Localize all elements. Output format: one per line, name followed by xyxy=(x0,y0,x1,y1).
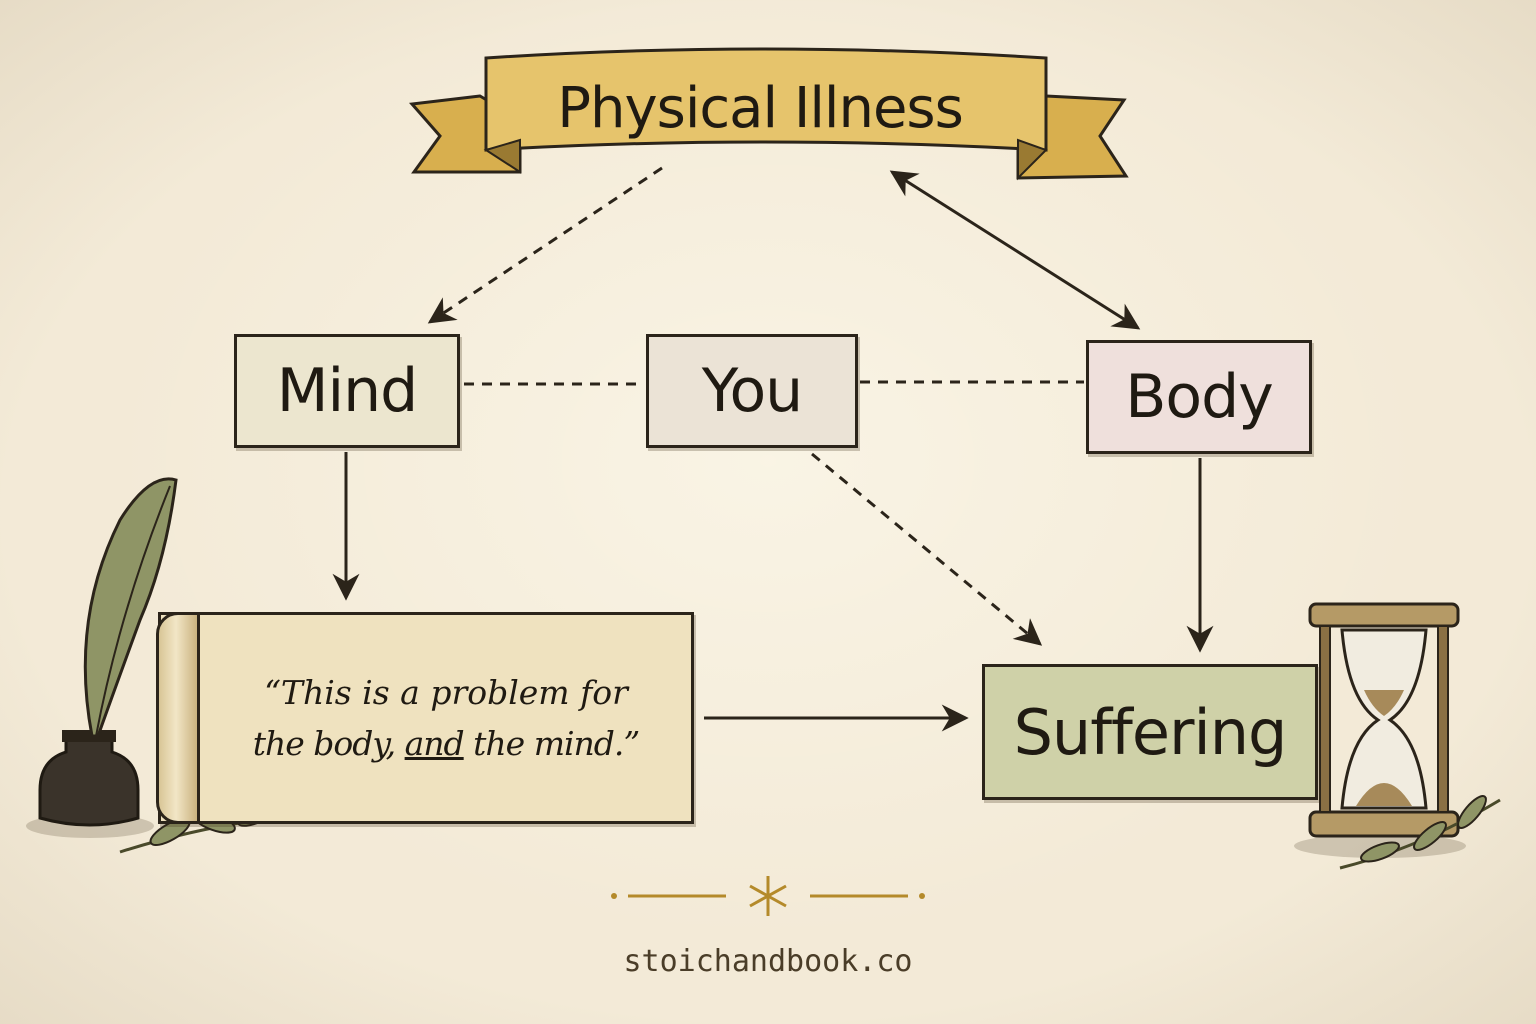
footer-url: stoichandbook.co xyxy=(623,944,913,979)
node-mind: Mind xyxy=(234,334,460,448)
quote-line-2: the body, and the mind.” xyxy=(252,724,641,763)
arrow-illness-to-mind xyxy=(427,166,663,324)
quill-icon xyxy=(83,477,178,738)
hourglass-icon xyxy=(1294,602,1466,858)
asterisk-ornament-icon xyxy=(611,876,925,916)
inkwell-icon xyxy=(26,730,154,838)
diagram-title: Physical Illness xyxy=(557,75,964,141)
arrow-you-to-suffering xyxy=(811,452,1043,646)
node-you: You xyxy=(646,334,858,448)
scroll-icon xyxy=(156,612,200,824)
quote-line-1: “This is a problem for xyxy=(264,672,628,712)
quote-scroll: “This is a problem for the body, and the… xyxy=(158,612,694,824)
olive-branch-icon xyxy=(1339,795,1501,870)
node-body: Body xyxy=(1086,340,1312,454)
arrow-illness-body xyxy=(889,170,1141,330)
node-suffering: Suffering xyxy=(982,664,1318,800)
ribbon-banner-icon xyxy=(408,47,1129,181)
